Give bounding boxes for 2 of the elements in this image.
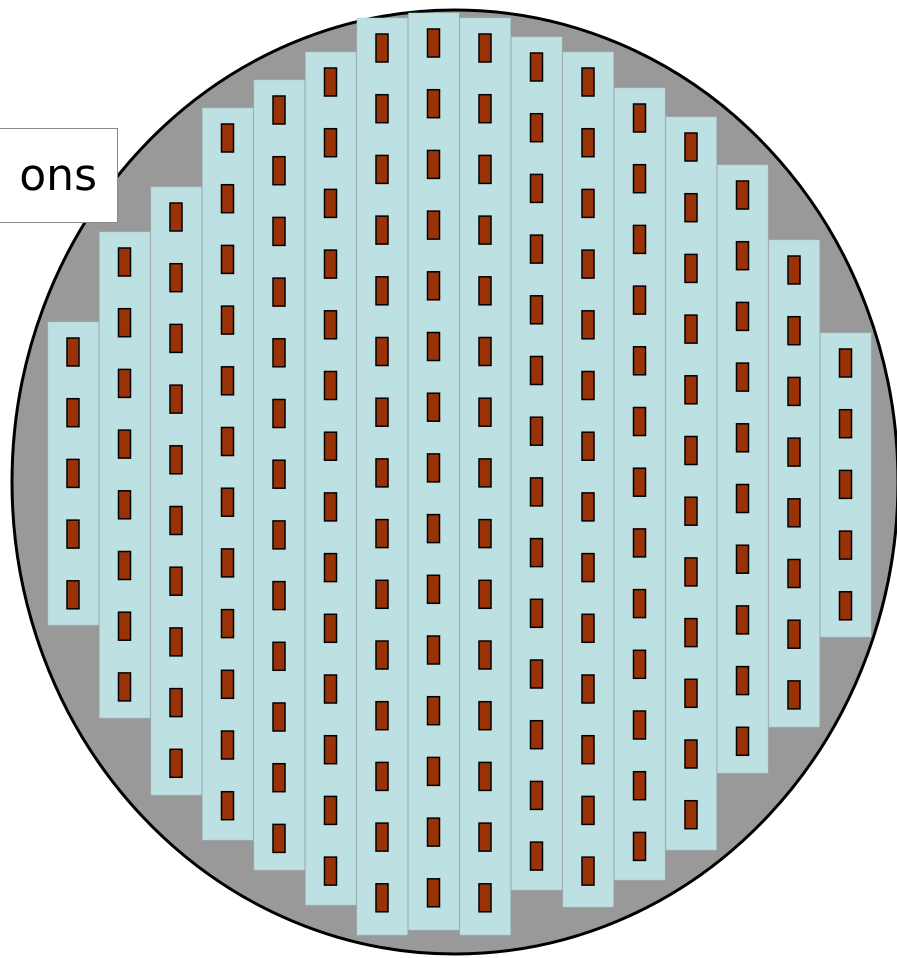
label-box — [0, 128, 118, 223]
label-text: ons — [19, 150, 97, 201]
